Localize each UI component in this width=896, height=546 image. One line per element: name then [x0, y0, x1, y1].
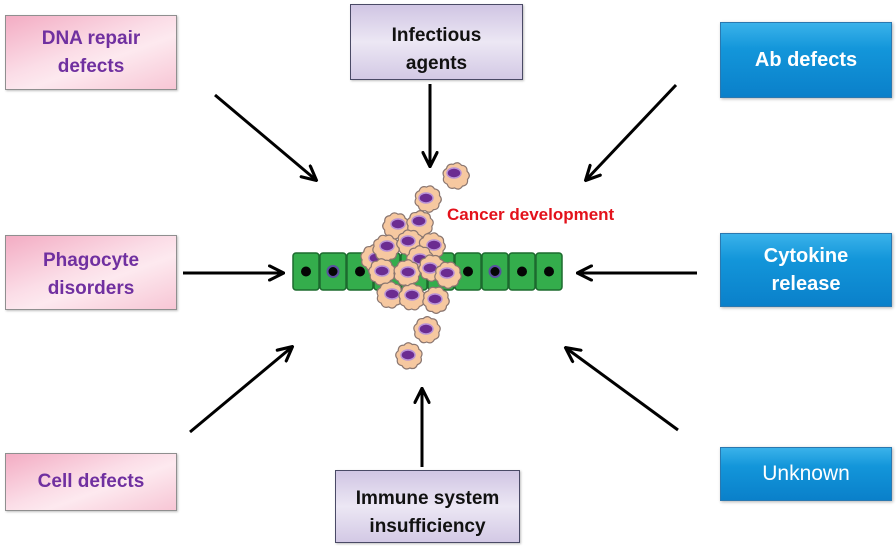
box-label-line: Immune system — [355, 487, 500, 509]
cell-nucleus — [326, 265, 340, 278]
box-label-line: Unknown — [762, 462, 850, 485]
box-label-line: release — [771, 273, 841, 295]
arrow-ab-defects-to-center — [586, 83, 678, 180]
box-label-line: insufficiency — [369, 515, 486, 537]
box-dna-repair-defects: DNA repair defects — [5, 15, 177, 90]
cancer-development-label: Cancer development — [447, 205, 615, 224]
cancer-cell-nucleus — [439, 267, 455, 279]
cell-nucleus — [544, 266, 554, 277]
box-ab-defects: Ab defects — [720, 22, 892, 98]
cancer-cell-nucleus — [390, 218, 406, 230]
box-phagocyte-disorders: Phagocyte disorders — [5, 235, 177, 310]
cancer-cell-nucleus — [384, 288, 400, 300]
cell-nucleus — [301, 266, 311, 277]
box-immune-system-insufficiency: Immune system insufficiency — [335, 470, 520, 543]
cell-nucleus — [463, 266, 473, 277]
cancer-cell-nucleus — [411, 215, 427, 227]
cancer-cell-nucleus — [379, 240, 395, 252]
cancer-cell-nucleus — [400, 349, 416, 361]
cell-nucleus — [517, 266, 527, 277]
cancer-cell-nucleus — [426, 239, 442, 251]
box-infectious-agents: Infectious agents — [350, 4, 523, 80]
cell-nucleus — [488, 265, 502, 278]
box-label-line: Ab defects — [754, 49, 858, 71]
arrow-dna-repair-to-center — [214, 93, 316, 180]
cancer-cell-nucleus — [400, 266, 416, 278]
arrow-unknown-to-center — [566, 348, 679, 432]
cancer-cell-nucleus — [400, 235, 416, 247]
cancer-cell-nucleus — [422, 262, 438, 274]
cell-nucleus — [355, 266, 365, 277]
cancer-cell-nucleus — [427, 293, 443, 305]
box-label-line: disorders — [47, 277, 135, 299]
box-label-line: defects — [57, 55, 125, 77]
box-label-line: agents — [405, 53, 468, 74]
box-label-line: Cell defects — [37, 471, 145, 492]
box-cell-defects: Cell defects — [5, 453, 177, 511]
box-label-line: DNA repair — [41, 27, 141, 49]
box-cytokine-release: Cytokine release — [720, 233, 892, 307]
cancer-cell-nucleus — [374, 265, 390, 277]
box-unknown: Unknown — [720, 447, 892, 501]
arrow-cell-defects-to-center — [189, 347, 292, 434]
cancer-cell-nucleus — [446, 167, 462, 179]
cancer-cell-nucleus — [418, 323, 434, 335]
cancer-cell-nucleus — [418, 192, 434, 204]
box-label-line: Infectious — [391, 25, 482, 46]
arrows — [183, 83, 697, 467]
cancer-cell-nucleus — [404, 289, 420, 301]
box-label-line: Cytokine — [763, 245, 849, 267]
box-label-line: Phagocyte — [42, 249, 140, 271]
cancer-cell-cluster — [360, 162, 470, 370]
